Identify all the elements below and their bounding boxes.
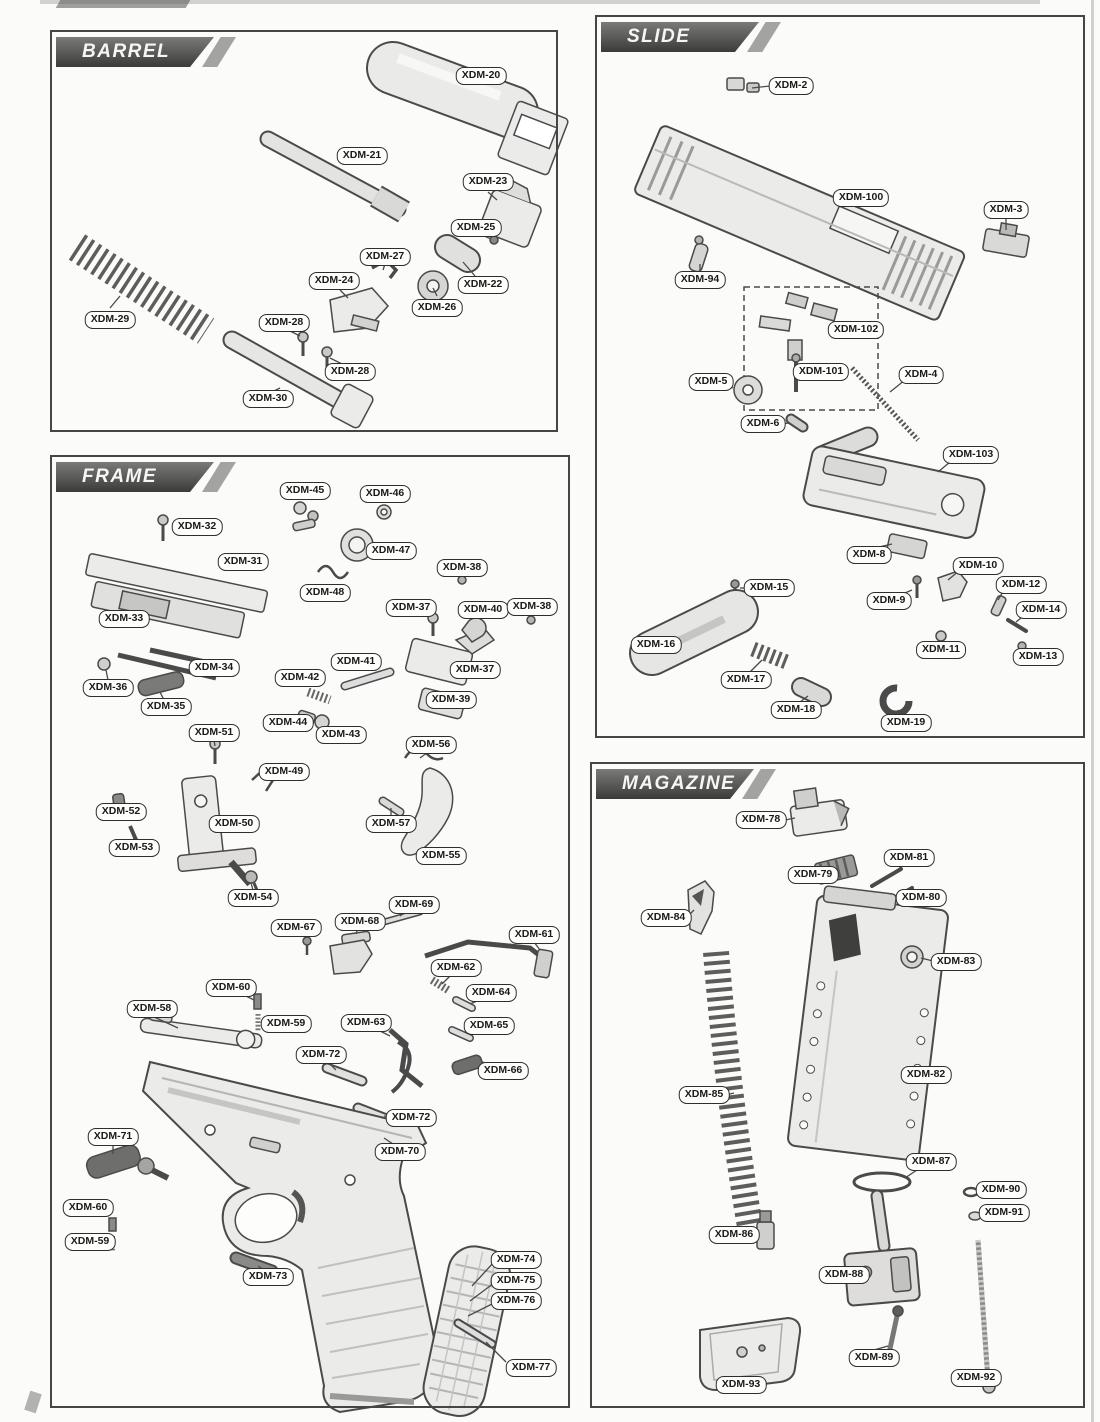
scan-artifact-right-line xyxy=(1091,0,1094,1422)
frame-art xyxy=(85,501,554,1417)
magazine-panel-banner: MAGAZINE xyxy=(596,769,754,799)
scan-artifact-top-dark xyxy=(55,0,191,8)
slide-panel-title: SLIDE xyxy=(627,26,691,47)
slide-art xyxy=(629,77,1030,718)
frame-panel-title: FRAME xyxy=(82,466,158,487)
barrel-panel: BARREL xyxy=(50,30,558,432)
scan-artifact-top-strip xyxy=(40,0,1040,4)
barrel-panel-title: BARREL xyxy=(82,41,171,62)
magazine-panel-title: MAGAZINE xyxy=(622,773,736,794)
frame-panel: FRAME xyxy=(50,455,570,1408)
slide-panel-banner: SLIDE xyxy=(601,22,759,52)
magazine-art xyxy=(687,787,996,1394)
barrel-panel-banner: BARREL xyxy=(56,37,214,67)
slide-panel: SLIDE xyxy=(595,15,1085,738)
frame-panel-banner: FRAME xyxy=(56,462,214,492)
magazine-panel: MAGAZINE xyxy=(590,762,1085,1408)
